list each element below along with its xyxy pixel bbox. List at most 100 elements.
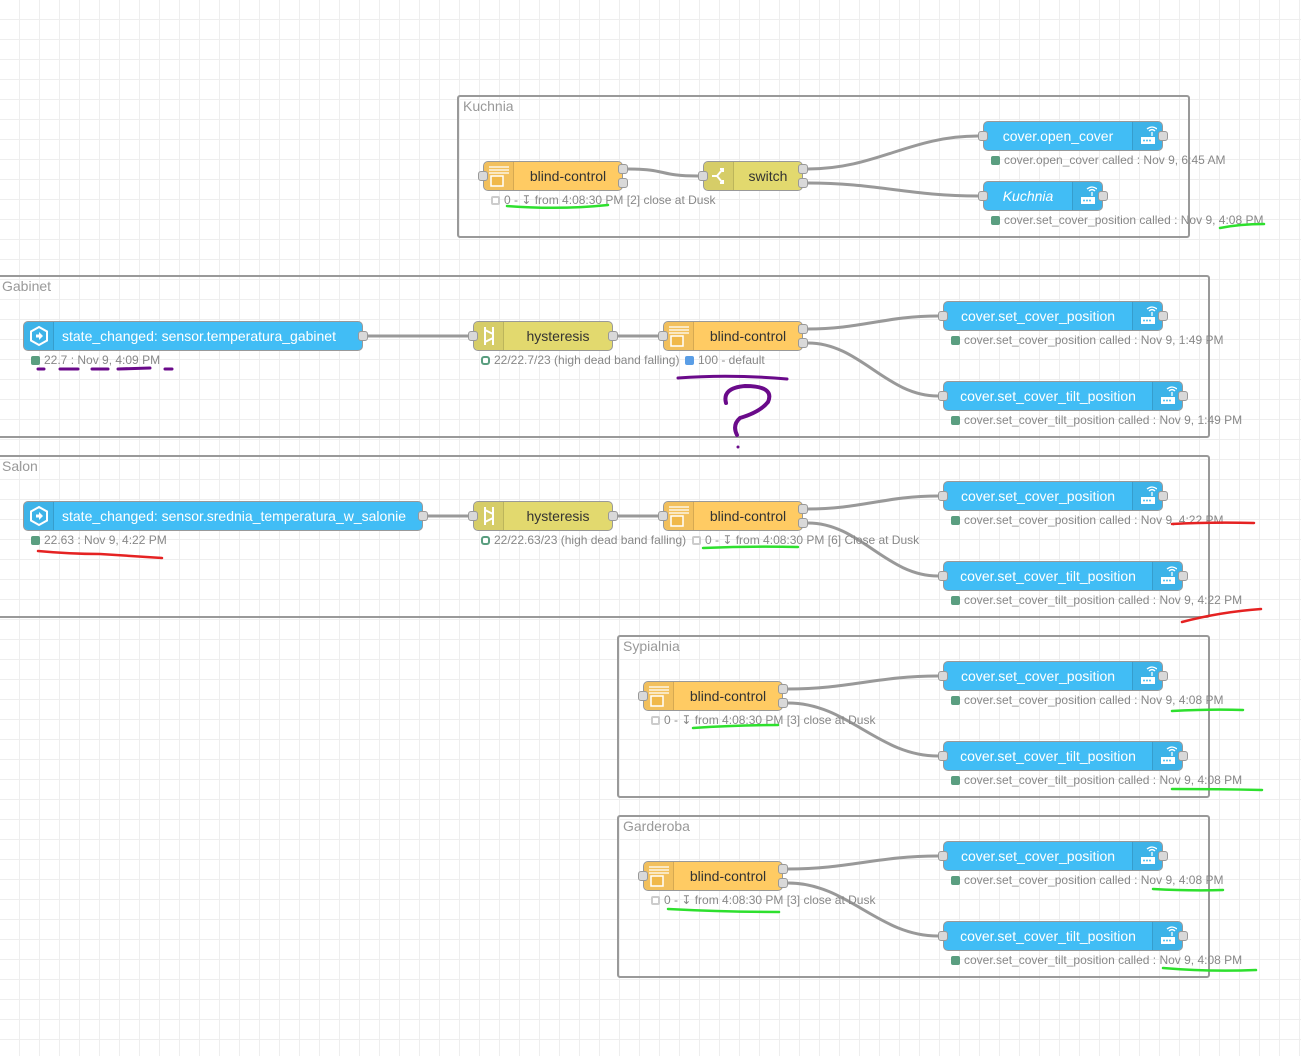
- wire[interactable]: [807, 181, 979, 198]
- wire[interactable]: [787, 854, 939, 871]
- output-port[interactable]: [778, 864, 788, 874]
- node-status: cover.set_cover_tilt_position called : N…: [951, 593, 1242, 607]
- node-label: cover.set_cover_position: [960, 848, 1116, 864]
- output-port[interactable]: [778, 698, 788, 708]
- call-service-node[interactable]: cover.set_cover_tilt_position: [943, 381, 1183, 411]
- output-port[interactable]: [798, 178, 808, 188]
- call-service-node[interactable]: cover.set_cover_tilt_position: [943, 741, 1183, 771]
- output-port[interactable]: [1158, 491, 1168, 501]
- wire[interactable]: [627, 167, 699, 178]
- switch-node[interactable]: switch: [703, 161, 803, 191]
- output-port[interactable]: [1158, 131, 1168, 141]
- hysteresis-node[interactable]: hysteresis: [473, 501, 613, 531]
- input-port[interactable]: [638, 691, 648, 701]
- wire[interactable]: [787, 674, 939, 691]
- output-port[interactable]: [618, 164, 628, 174]
- node-label: cover.set_cover_tilt_position: [960, 928, 1136, 944]
- output-port[interactable]: [618, 178, 628, 188]
- input-port[interactable]: [978, 191, 988, 201]
- wire[interactable]: [787, 881, 939, 938]
- input-port[interactable]: [978, 131, 988, 141]
- hysteresis-node[interactable]: hysteresis: [473, 321, 613, 351]
- call-service-node[interactable]: cover.set_cover_position: [943, 481, 1163, 511]
- call-service-node[interactable]: cover.set_cover_position: [943, 661, 1163, 691]
- output-port[interactable]: [1178, 751, 1188, 761]
- call-service-node[interactable]: cover.set_cover_tilt_position: [943, 921, 1183, 951]
- output-port[interactable]: [798, 164, 808, 174]
- wire[interactable]: [807, 521, 939, 578]
- output-port[interactable]: [1178, 391, 1188, 401]
- input-port[interactable]: [478, 171, 488, 181]
- output-port[interactable]: [778, 878, 788, 888]
- call-service-node[interactable]: cover.set_cover_tilt_position: [943, 561, 1183, 591]
- input-port[interactable]: [938, 571, 948, 581]
- group-sypialnia[interactable]: Sypialnia: [617, 635, 1210, 798]
- status-indicator-icon: [31, 355, 40, 365]
- wire[interactable]: [807, 341, 939, 398]
- output-port[interactable]: [608, 331, 618, 341]
- blinds-icon: [484, 162, 514, 190]
- blind-control-node[interactable]: blind-control: [643, 681, 783, 711]
- status-indicator-icon: [31, 535, 40, 545]
- blind-control-node[interactable]: blind-control: [663, 321, 803, 351]
- blind-control-node[interactable]: blind-control: [663, 501, 803, 531]
- status-indicator-icon: [951, 335, 960, 345]
- group-label: Sypialnia: [623, 638, 680, 654]
- events-state-node[interactable]: state_changed: sensor.srednia_temperatur…: [23, 501, 423, 531]
- wire[interactable]: [787, 701, 939, 758]
- wire[interactable]: [807, 134, 979, 171]
- call-service-node[interactable]: cover.open_cover: [983, 121, 1163, 151]
- input-port[interactable]: [938, 931, 948, 941]
- input-port[interactable]: [938, 751, 948, 761]
- input-port[interactable]: [938, 671, 948, 681]
- output-port[interactable]: [1178, 571, 1188, 581]
- blind-control-node[interactable]: blind-control: [643, 861, 783, 891]
- group-gabinet[interactable]: Gabinet: [0, 275, 1210, 438]
- call-service-node[interactable]: Kuchnia: [983, 181, 1103, 211]
- blinds-icon: [664, 322, 694, 350]
- output-port[interactable]: [798, 324, 808, 334]
- output-port[interactable]: [1178, 931, 1188, 941]
- output-port[interactable]: [798, 504, 808, 514]
- input-port[interactable]: [698, 171, 708, 181]
- group-kuchnia[interactable]: Kuchnia: [457, 95, 1190, 238]
- node-label: state_changed: sensor.temperatura_gabine…: [62, 328, 336, 344]
- blind-control-node[interactable]: blind-control: [483, 161, 623, 191]
- output-port[interactable]: [798, 518, 808, 528]
- group-garderoba[interactable]: Garderoba: [617, 815, 1210, 978]
- input-port[interactable]: [938, 391, 948, 401]
- node-status: cover.open_cover called : Nov 9, 6:45 AM: [991, 153, 1225, 167]
- call-service-node[interactable]: cover.set_cover_position: [943, 841, 1163, 871]
- output-port[interactable]: [358, 331, 368, 341]
- output-port[interactable]: [1158, 851, 1168, 861]
- output-port[interactable]: [778, 684, 788, 694]
- input-port[interactable]: [638, 871, 648, 881]
- output-port[interactable]: [418, 511, 428, 521]
- input-port[interactable]: [658, 331, 668, 341]
- input-port[interactable]: [938, 311, 948, 321]
- node-label: cover.set_cover_tilt_position: [960, 748, 1136, 764]
- output-port[interactable]: [1158, 671, 1168, 681]
- input-port[interactable]: [938, 491, 948, 501]
- router-icon: [1132, 482, 1162, 510]
- input-port[interactable]: [658, 511, 668, 521]
- output-port[interactable]: [798, 338, 808, 348]
- call-service-node[interactable]: cover.set_cover_position: [943, 301, 1163, 331]
- input-port[interactable]: [938, 851, 948, 861]
- node-status: cover.set_cover_position called : Nov 9,…: [991, 213, 1263, 227]
- wire[interactable]: [807, 314, 939, 331]
- events-state-node[interactable]: state_changed: sensor.temperatura_gabine…: [23, 321, 363, 351]
- group-salon[interactable]: Salon: [0, 455, 1210, 618]
- status-text: 0 - ↧ from 4:08:30 PM [2] close at Dusk: [504, 193, 716, 207]
- status-indicator-icon: [991, 215, 1000, 225]
- input-port[interactable]: [468, 511, 478, 521]
- status-indicator-icon: [481, 355, 490, 365]
- input-port[interactable]: [468, 331, 478, 341]
- node-status: 0 - ↧ from 4:08:30 PM [3] close at Dusk: [651, 893, 875, 907]
- output-port[interactable]: [608, 511, 618, 521]
- router-icon: [1132, 842, 1162, 870]
- node-status: cover.set_cover_tilt_position called : N…: [951, 413, 1242, 427]
- output-port[interactable]: [1098, 191, 1108, 201]
- wire[interactable]: [807, 494, 939, 511]
- output-port[interactable]: [1158, 311, 1168, 321]
